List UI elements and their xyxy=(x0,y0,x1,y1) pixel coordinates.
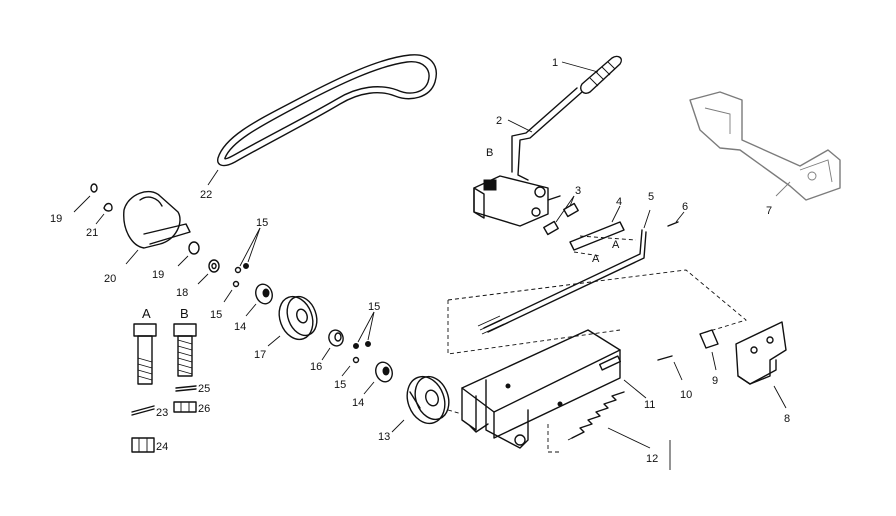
screws-15-lower xyxy=(341,311,375,377)
label-25: 25 xyxy=(198,383,210,395)
pins-3 xyxy=(543,195,579,236)
label-15b: 15 xyxy=(210,309,222,321)
fasteners-19-21 xyxy=(73,183,113,225)
label-7: 7 xyxy=(766,205,772,217)
screws-15-upper xyxy=(223,227,261,303)
label-8: 8 xyxy=(784,413,790,425)
bracket-plate-8 xyxy=(735,321,787,409)
lever-bracket xyxy=(473,175,561,227)
label-2: 2 xyxy=(496,115,502,127)
cotter-23 xyxy=(131,405,155,416)
pin-10 xyxy=(657,355,683,381)
bolt-a xyxy=(133,323,157,385)
label-9: 9 xyxy=(712,375,718,387)
label-18: 18 xyxy=(176,287,188,299)
label-6: 6 xyxy=(682,201,688,213)
label-19a: 19 xyxy=(50,213,62,225)
hex-nut-24 xyxy=(131,437,155,453)
label-24: 24 xyxy=(156,441,168,453)
cotter-6 xyxy=(667,211,685,227)
label-16: 16 xyxy=(310,361,322,373)
dash-13 xyxy=(447,409,463,415)
handle-grip-1 xyxy=(561,55,622,94)
dash-spring xyxy=(547,424,560,453)
shoulder-bolt-9 xyxy=(699,329,719,371)
belt-22 xyxy=(207,54,437,186)
label-15c: 15 xyxy=(368,301,380,313)
label-23: 23 xyxy=(156,407,168,419)
label-13: 13 xyxy=(378,431,390,443)
label-20: 20 xyxy=(104,273,116,285)
nut-26 xyxy=(173,401,197,413)
washer-18 xyxy=(197,259,220,285)
label-21: 21 xyxy=(86,227,98,239)
spacer-14-upper xyxy=(245,283,273,317)
pulley-13 xyxy=(391,375,450,433)
pulley-17 xyxy=(267,295,318,347)
label-14b: 14 xyxy=(352,397,364,409)
label-a-upper: A xyxy=(612,239,620,251)
bushing-16 xyxy=(321,329,344,361)
spring-12 xyxy=(567,391,651,449)
link-plate-4 xyxy=(569,205,625,251)
cotter-25 xyxy=(175,385,197,392)
frame-7 xyxy=(689,91,841,201)
label-15d: 15 xyxy=(334,379,346,391)
dash-outline xyxy=(447,269,747,355)
label-b-bolt: B xyxy=(180,306,189,321)
label-17: 17 xyxy=(254,349,266,361)
label-15a: 15 xyxy=(256,217,268,229)
dash-a-lower xyxy=(573,251,601,257)
shift-rod-5 xyxy=(477,209,651,335)
label-5: 5 xyxy=(648,191,654,203)
dash-a-upper xyxy=(579,235,637,241)
spacer-14-lower xyxy=(363,361,393,395)
idler-bracket-11 xyxy=(461,329,647,449)
shift-lever-2 xyxy=(507,87,583,181)
label-1: 1 xyxy=(552,57,558,69)
label-3: 3 xyxy=(575,185,581,197)
label-14a: 14 xyxy=(234,321,246,333)
label-a-bolt: A xyxy=(142,306,151,321)
nut-19-lower xyxy=(177,241,200,267)
label-26: 26 xyxy=(198,403,210,415)
belt-guard-20 xyxy=(123,191,191,265)
label-b-lever: B xyxy=(486,147,493,159)
label-10: 10 xyxy=(680,389,692,401)
bolt-b xyxy=(173,323,197,377)
label-19b: 19 xyxy=(152,269,164,281)
label-a-lower: A xyxy=(592,253,600,265)
label-4: 4 xyxy=(616,196,622,208)
label-11: 11 xyxy=(644,399,655,411)
label-22: 22 xyxy=(200,189,212,201)
label-12: 12 xyxy=(646,453,658,465)
